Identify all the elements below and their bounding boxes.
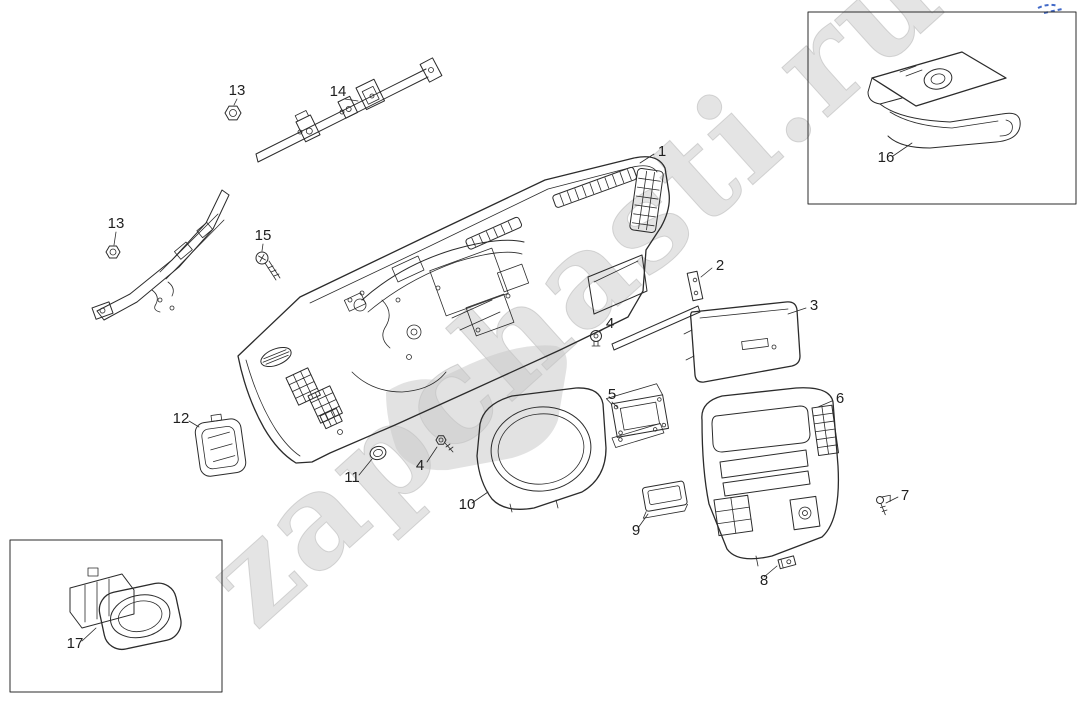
screw-7	[876, 494, 891, 516]
bracket-2	[611, 270, 704, 351]
left-vent-grid-c	[319, 407, 343, 430]
inset-bottom-left	[9, 539, 223, 693]
callout-7: 7	[901, 487, 909, 504]
clip-8	[777, 555, 797, 570]
console-knob-panel	[789, 495, 821, 531]
callout-11: 11	[344, 469, 360, 486]
cluster-bezel-10	[476, 387, 607, 513]
left-vent-grid-a	[285, 367, 321, 406]
callout-17: 17	[67, 635, 84, 652]
inset-top-right	[807, 11, 1077, 205]
spring-clip-16	[867, 51, 1021, 149]
right-vent-grille	[629, 168, 664, 233]
round-vent-17	[69, 567, 182, 651]
reinforcement-bar	[91, 57, 443, 321]
callout-16: 16	[878, 149, 895, 166]
bar-bracket-3	[355, 78, 385, 111]
callout-3: 3	[810, 297, 818, 314]
internal-mechanism	[337, 247, 530, 435]
callout-15: 15	[255, 227, 272, 244]
under-dash-shade	[386, 345, 567, 471]
screw-4-lower	[435, 435, 454, 453]
callout-10: 10	[459, 496, 476, 513]
callout-4-b: 4	[416, 457, 424, 474]
ashtray-9	[641, 480, 688, 519]
defroster-slot	[552, 166, 637, 208]
dashboard-panel	[237, 156, 670, 464]
callouts: 13 14 1 13 15 2 3 4 12 5 6 11 4 10 9 7 8…	[67, 82, 910, 652]
mounting-nut-top	[224, 105, 242, 121]
callout-13-b: 13	[108, 215, 125, 232]
plug-11	[369, 445, 387, 461]
glove-box-3	[683, 301, 801, 383]
callout-5: 5	[608, 386, 616, 403]
screw-15	[255, 251, 281, 281]
radio-bracket-5	[606, 383, 670, 448]
callout-12: 12	[173, 410, 190, 427]
callout-2: 2	[716, 257, 724, 274]
callout-8: 8	[760, 572, 768, 589]
callout-6: 6	[836, 390, 844, 407]
leader-lines	[81, 98, 913, 642]
console-vent-grille	[811, 404, 839, 457]
callout-9: 9	[632, 522, 640, 539]
left-oval-grille	[260, 346, 292, 368]
watermark-text: zapchasti.ru	[174, 0, 970, 655]
console-trim-6	[701, 387, 840, 567]
callout-4-a: 4	[606, 315, 614, 332]
mounting-nut-left	[105, 245, 121, 259]
inset-border-17	[9, 539, 223, 693]
callout-13-a: 13	[229, 82, 246, 99]
side-vent-12	[194, 413, 247, 477]
clip-4-upper	[590, 330, 602, 347]
inset-border-16	[807, 11, 1077, 205]
callout-14: 14	[330, 83, 347, 100]
defroster-slot-2	[465, 216, 522, 250]
bar-bracket-1	[294, 110, 321, 143]
console-button-grid	[713, 494, 754, 537]
bracket-foot	[91, 301, 114, 320]
callout-1: 1	[658, 143, 666, 160]
